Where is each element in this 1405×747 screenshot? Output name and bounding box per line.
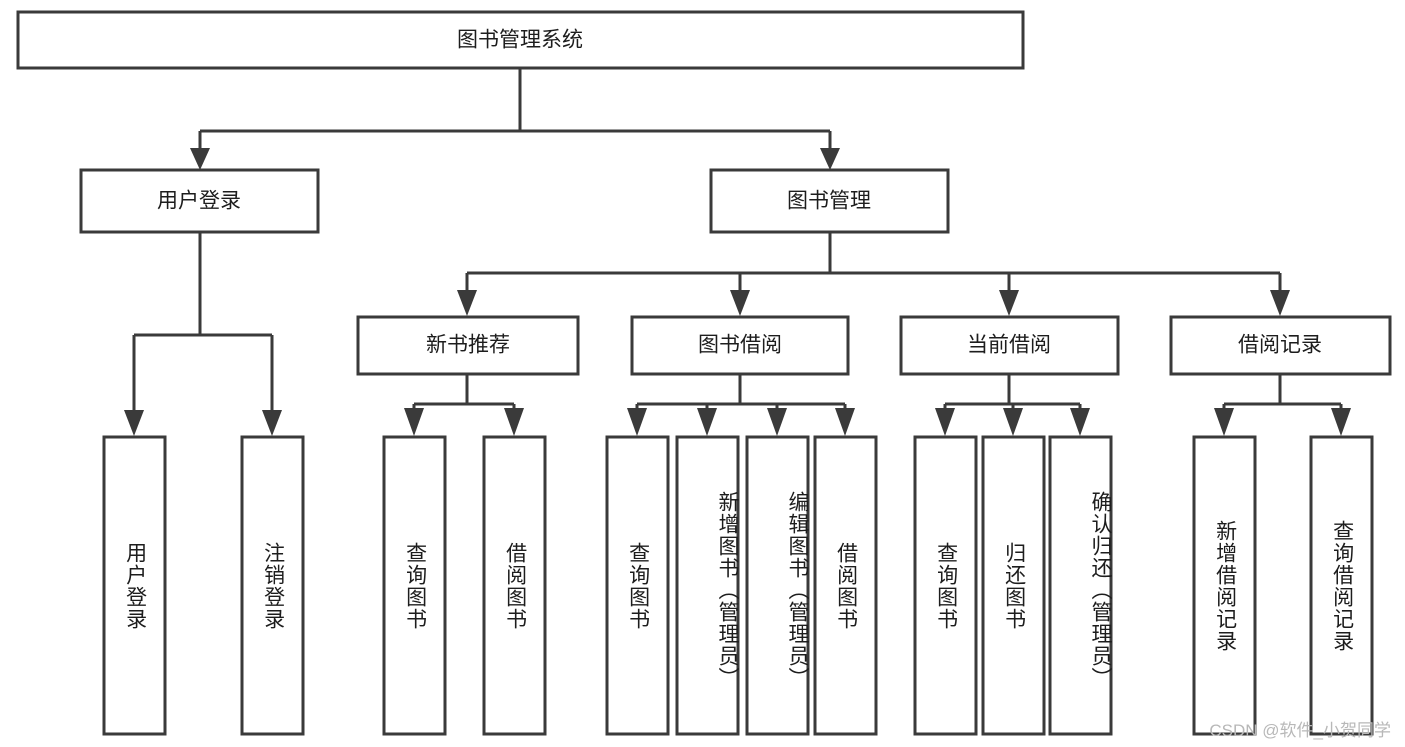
node-box-leaf-query-book-2[interactable]: [605, 435, 670, 736]
node-label-book-borrow: 图书借阅: [698, 334, 782, 357]
arrow-head-leaf-query-book-1: [404, 408, 424, 436]
node-box-leaf-return-book[interactable]: [981, 435, 1046, 736]
node-box-leaf-query-record[interactable]: [1309, 435, 1374, 736]
node-box-leaf-query-book-3[interactable]: [913, 435, 978, 736]
node-label-book-manage: 图书管理: [787, 190, 871, 213]
connector-group-book-borrow: [627, 374, 855, 436]
arrow-head-leaf-query-book-2: [627, 408, 647, 436]
node-borrow-record[interactable]: 借阅记录: [1169, 315, 1392, 376]
arrow-head-leaf-add-record: [1214, 408, 1234, 436]
arrow-head-leaf-add-book: [697, 408, 717, 436]
arrow-head-leaf-logout: [262, 410, 282, 436]
node-label-user-login: 用户登录: [157, 190, 241, 213]
arrow-head-leaf-confirm-return: [1070, 408, 1090, 436]
arrow-head-user-login: [190, 148, 210, 170]
connector-group-user-login: [124, 232, 282, 436]
node-box-user-login[interactable]: [79, 168, 320, 234]
connector-group-book-manage: [457, 232, 1290, 316]
leaf-box-group: [102, 435, 1374, 736]
arrow-head-book-manage: [820, 148, 840, 170]
node-box-book-borrow[interactable]: [630, 315, 850, 376]
node-box-borrow-record[interactable]: [1169, 315, 1392, 376]
node-box-leaf-logout[interactable]: [240, 435, 305, 736]
node-root[interactable]: 图书管理系统: [16, 10, 1025, 70]
node-box-new-book-rec[interactable]: [356, 315, 580, 376]
connector-group-new-book-rec: [404, 374, 524, 436]
connector-group-root: [190, 68, 840, 170]
arrow-head-leaf-user-login: [124, 410, 144, 436]
connector-group-current-borrow: [935, 374, 1090, 436]
arrow-head-borrow-record: [1270, 290, 1290, 316]
arrow-head-leaf-query-book-3: [935, 408, 955, 436]
node-box-leaf-add-record[interactable]: [1192, 435, 1257, 736]
watermark-text: CSDN @软件_小贺同学: [1209, 721, 1391, 740]
node-box-current-borrow[interactable]: [899, 315, 1120, 376]
arrow-head-current-borrow: [999, 290, 1019, 316]
arrow-head-leaf-return-book: [1003, 408, 1023, 436]
node-box-book-manage[interactable]: [709, 168, 950, 234]
node-book-borrow[interactable]: 图书借阅: [630, 315, 850, 376]
connector-group-borrow-record: [1214, 374, 1351, 436]
node-current-borrow[interactable]: 当前借阅: [899, 315, 1120, 376]
arrow-head-new-book-rec: [457, 290, 477, 316]
node-label-current-borrow: 当前借阅: [967, 334, 1051, 357]
node-new-book-rec[interactable]: 新书推荐: [356, 315, 580, 376]
arrow-head-leaf-borrow-book-1: [504, 408, 524, 436]
node-book-manage[interactable]: 图书管理: [709, 168, 950, 234]
node-box-leaf-confirm-return[interactable]: [1048, 435, 1113, 736]
node-label-root: 图书管理系统: [457, 29, 583, 52]
node-box-leaf-user-login[interactable]: [102, 435, 167, 736]
arrow-head-leaf-edit-book: [767, 408, 787, 436]
node-label-borrow-record: 借阅记录: [1238, 334, 1322, 357]
arrow-head-leaf-borrow-book-2: [835, 408, 855, 436]
node-label-new-book-rec: 新书推荐: [426, 334, 510, 357]
node-box-leaf-borrow-book-2[interactable]: [813, 435, 878, 736]
node-box-leaf-query-book-1[interactable]: [382, 435, 447, 736]
node-box-leaf-borrow-book-1[interactable]: [482, 435, 547, 736]
arrow-head-book-borrow: [730, 290, 750, 316]
node-box-leaf-add-book[interactable]: [675, 435, 740, 736]
node-user-login[interactable]: 用户登录: [79, 168, 320, 234]
arrow-head-leaf-query-record: [1331, 408, 1351, 436]
node-box-leaf-edit-book[interactable]: [745, 435, 810, 736]
node-box-root[interactable]: [16, 10, 1025, 70]
